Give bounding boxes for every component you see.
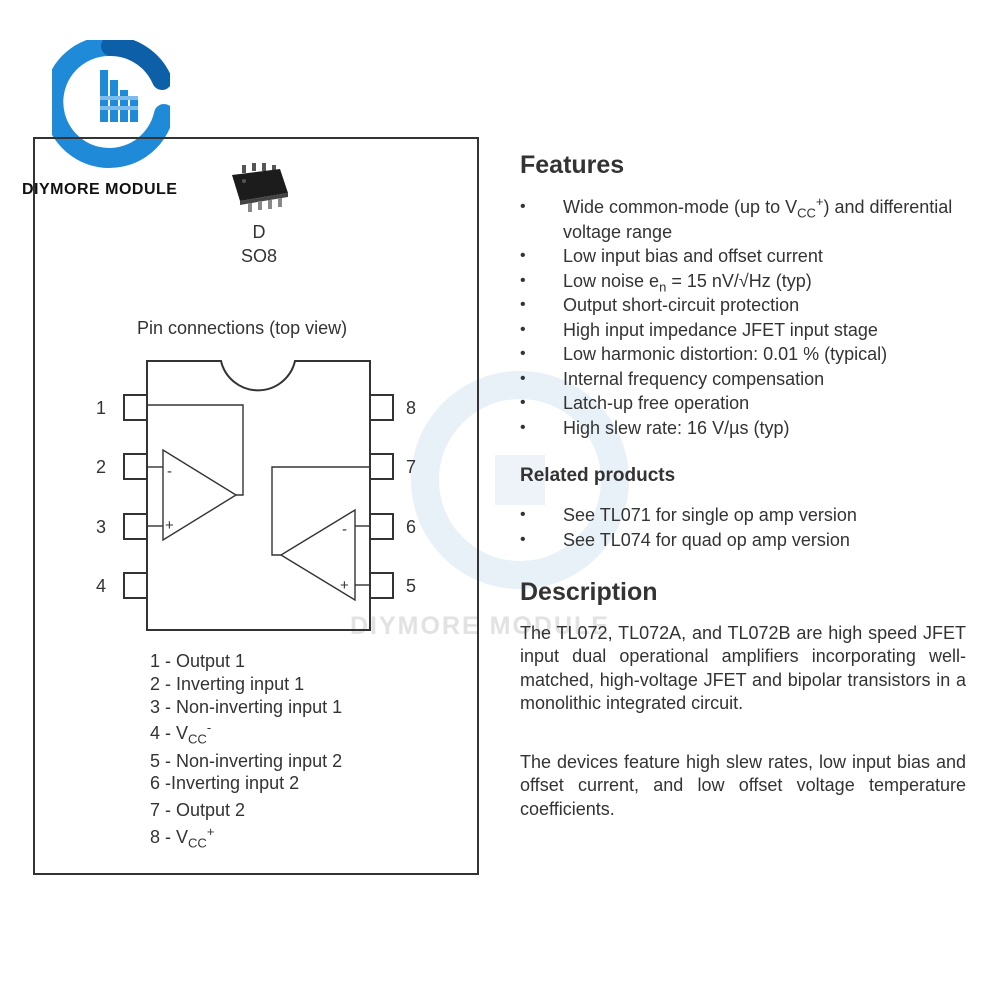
feature-item: High slew rate: 16 V/µs (typ) <box>520 416 970 441</box>
opamp-1 <box>162 448 238 542</box>
related-item: See TL074 for quad op amp version <box>520 528 970 553</box>
pin-7-pad <box>369 453 394 480</box>
pin-number-3: 3 <box>96 517 106 537</box>
pin-item-8: 8 - VCC+ <box>150 824 215 851</box>
pin-5-pad <box>369 572 394 599</box>
pin-connections-title: Pin connections (top view) <box>137 318 348 338</box>
opamp-1-plus: + <box>165 517 174 534</box>
pin-item-5: 5 - Non-inverting input 2 <box>150 751 343 771</box>
opamp-2-minus: - <box>342 521 347 538</box>
diymore-logo-icon <box>52 40 170 168</box>
features-list: Wide common-mode (up to VCC+) and differ… <box>520 195 970 440</box>
package-letter: D <box>252 222 266 242</box>
pin-item-4: 4 - VCC- <box>150 720 212 747</box>
pin-number-8: 8 <box>406 398 416 418</box>
pin-number-7: 7 <box>406 457 416 477</box>
pin-item-6: 6 -Inverting input 2 <box>150 773 300 793</box>
pinout-panel <box>33 137 479 875</box>
pin-6-pad <box>369 513 394 540</box>
pin-item-3: 3 - Non-inverting input 1 <box>150 697 343 717</box>
feature-item: Low input bias and offset current <box>520 244 970 269</box>
opamp-2-plus: + <box>340 577 349 594</box>
related-products-list: See TL071 for single op amp version See … <box>520 503 970 552</box>
pin-number-4: 4 <box>96 576 106 596</box>
chip-body <box>146 360 371 631</box>
pin-1-pad <box>123 394 148 421</box>
pin-item-1: 1 - Output 1 <box>150 651 246 671</box>
pin-3-pad <box>123 513 148 540</box>
pin-item-2: 2 - Inverting input 1 <box>150 674 305 694</box>
pinout-diagram: 1 2 3 4 8 7 6 5 - + - + <box>96 360 416 631</box>
related-item: See TL071 for single op amp version <box>520 503 970 528</box>
pin-number-6: 6 <box>406 517 416 537</box>
feature-item: Low harmonic distortion: 0.01 % (typical… <box>520 342 970 367</box>
description-paragraph-1: The TL072, TL072A, and TL072B are high s… <box>520 623 966 713</box>
package-name: SO8 <box>240 246 278 266</box>
brand-name: DIYMORE MODULE <box>22 181 178 198</box>
opamp-1-minus: - <box>167 463 172 480</box>
description-paragraph-2: The devices feature high slew rates, low… <box>520 752 966 819</box>
related-products-heading: Related products <box>520 465 676 486</box>
feature-item: High input impedance JFET input stage <box>520 318 970 343</box>
description-heading: Description <box>520 578 658 606</box>
pin-number-2: 2 <box>96 457 106 477</box>
feature-item: Wide common-mode (up to VCC+) and differ… <box>520 195 970 244</box>
feature-item: Latch-up free operation <box>520 391 970 416</box>
pin-item-7: 7 - Output 2 <box>150 800 246 820</box>
feature-item: Low noise en = 15 nV/√Hz (typ) <box>520 269 970 294</box>
pin-number-5: 5 <box>406 576 416 596</box>
pin-number-1: 1 <box>96 398 106 418</box>
pin-4-pad <box>123 572 148 599</box>
opamp-2 <box>279 508 356 602</box>
features-heading: Features <box>520 151 625 179</box>
feature-item: Output short-circuit protection <box>520 293 970 318</box>
so8-chip-icon <box>232 163 288 212</box>
pin-2-pad <box>123 453 148 480</box>
feature-item: Internal frequency compensation <box>520 367 970 392</box>
pin-8-pad <box>369 394 394 421</box>
